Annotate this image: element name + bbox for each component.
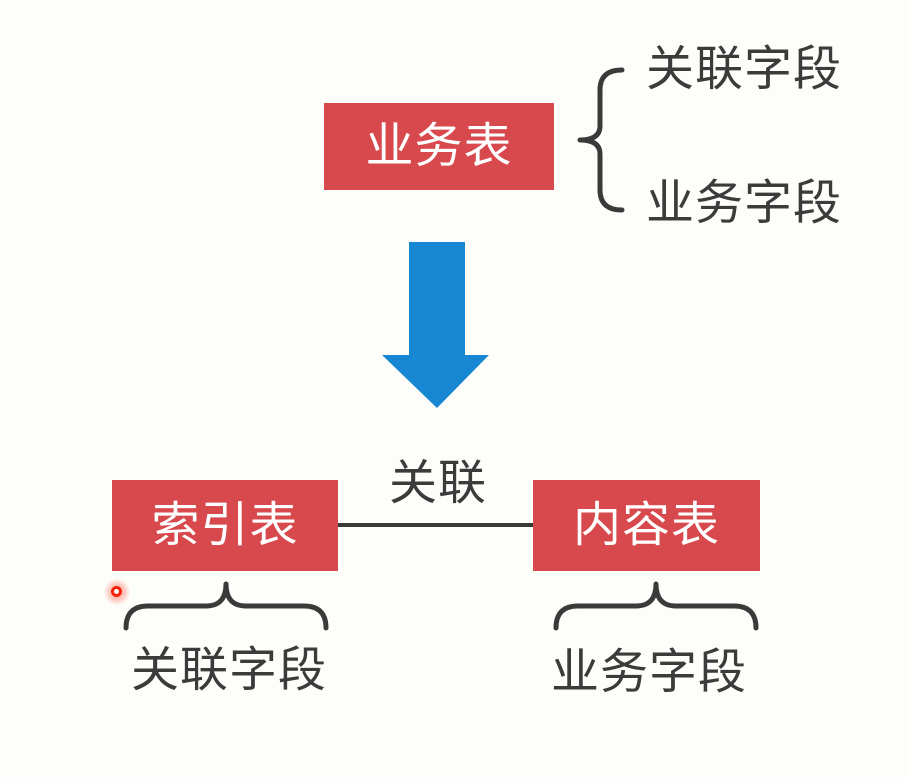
relation-label: 关联 <box>389 457 488 510</box>
content-table-field-label: 业务字段 <box>551 646 748 699</box>
index-table-field-label: 关联字段 <box>131 644 328 697</box>
business-table-box: 业务表 <box>324 103 554 190</box>
content-table-box: 内容表 <box>533 480 760 571</box>
laser-pointer-ring <box>111 586 122 597</box>
index-table-box: 索引表 <box>112 480 338 571</box>
curly-brace-icon <box>577 67 625 213</box>
business-table-field-top-label: 关联字段 <box>646 43 843 96</box>
business-table-field-bottom-label: 业务字段 <box>646 177 843 230</box>
connector-line <box>338 523 533 527</box>
down-arrow-icon <box>382 242 489 408</box>
horizontal-brace-left-icon <box>123 581 329 631</box>
horizontal-brace-right-icon <box>553 581 759 631</box>
laser-pointer-dot <box>104 579 130 605</box>
